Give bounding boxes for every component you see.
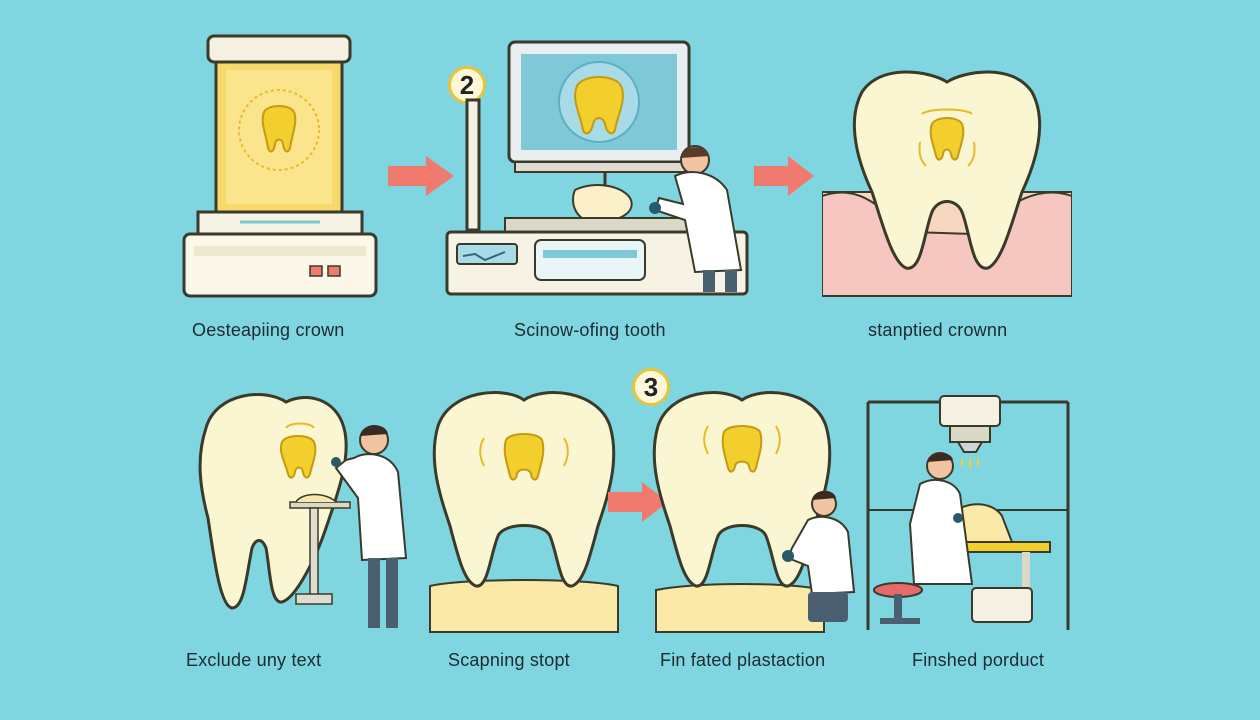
step-2-caption: Scinow-ofing tooth	[514, 320, 666, 340]
step-5-tooth-on-base	[424, 386, 624, 634]
step-1-caption: Oesteapiing crown	[192, 320, 345, 340]
dentist-figure-icon	[782, 490, 856, 622]
scanner-icon	[445, 40, 749, 296]
step-6-caption: Fin fated plastaction	[660, 650, 826, 670]
step-2-badge: 2	[448, 66, 486, 104]
step-4-caption: Exclude uny text	[186, 650, 322, 670]
tooth-icon	[652, 391, 832, 588]
dentist-figure-icon	[649, 145, 743, 292]
arrow-right-icon	[752, 154, 816, 203]
step-4-tooth-with-dentist	[186, 388, 416, 634]
arrow-right-icon	[606, 480, 670, 529]
step-7-caption: Finshed porduct	[912, 650, 1045, 670]
step-2-scanner	[445, 40, 765, 300]
machine-icon	[866, 395, 1070, 630]
step-6-tooth-with-dentist	[648, 386, 864, 634]
dentist-figure-icon	[331, 425, 408, 628]
arrow-right-icon	[386, 154, 456, 203]
machine-icon	[182, 34, 378, 298]
tooth-icon	[822, 70, 1072, 297]
dentist-figure-icon	[908, 452, 974, 585]
step-3-tooth-in-gum	[822, 62, 1072, 298]
step-1-machine	[180, 30, 380, 300]
step-3-caption: stanptied crownn	[868, 320, 1008, 340]
step-6-badge: 3	[632, 368, 670, 406]
step-7-milling-station	[862, 394, 1074, 634]
tooth-icon	[432, 391, 616, 588]
step-5-caption: Scapning stopt	[448, 650, 570, 670]
